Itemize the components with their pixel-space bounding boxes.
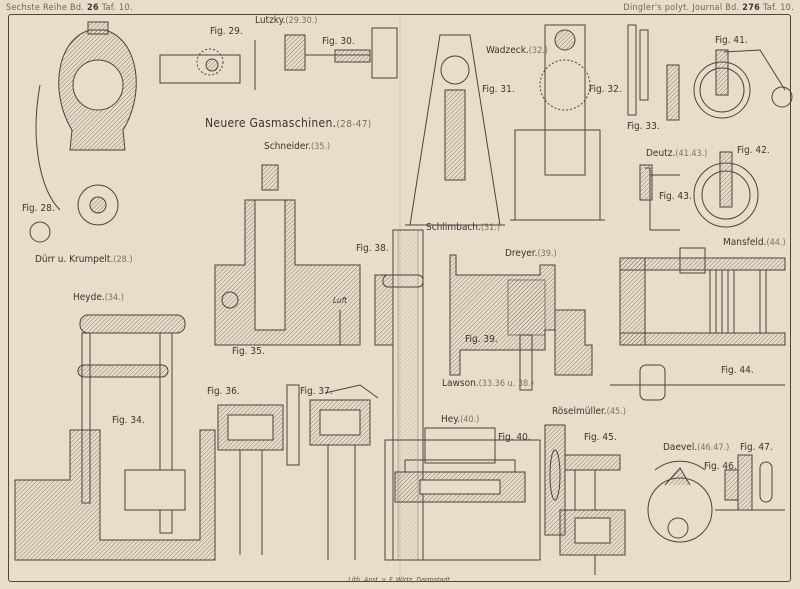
- fig36-drawing: [217, 384, 300, 555]
- inventor-name: Hey.: [441, 414, 461, 425]
- fig30-drawing: [284, 27, 398, 79]
- header-left: Sechste Reihe Bd. 26 Taf. 10.: [6, 3, 133, 13]
- fig-label-44: Fig. 44.: [721, 365, 754, 376]
- inventor-ref: (35.): [311, 142, 331, 152]
- plate-title-ref: (28-47): [336, 119, 372, 130]
- inventor-ref: (32.): [528, 46, 548, 56]
- fig-label-36: Fig. 36.: [207, 386, 240, 397]
- header-right-suffix: Taf. 10.: [760, 3, 794, 13]
- fig31-drawing: [405, 34, 505, 226]
- inventor-name: Deutz.: [646, 148, 676, 159]
- fig43-drawing: [639, 164, 680, 231]
- inventor-ref: (39.): [537, 249, 557, 259]
- plate-title: Neuere Gasmaschinen.(28-47): [205, 116, 372, 130]
- fig-label-29: Fig. 29.: [210, 26, 243, 37]
- fig-label-30: Fig. 30.: [322, 36, 355, 47]
- inventor-name: Wadzeck.: [486, 45, 529, 56]
- inventor-name: Daevel.: [663, 442, 698, 453]
- fig46-drawing: [647, 460, 713, 543]
- header-left-suffix: Taf. 10.: [98, 3, 133, 13]
- inventor-ref: (45.): [606, 407, 626, 417]
- inventor-name: Röselmüller.: [552, 406, 607, 417]
- fig-label-39: Fig. 39.: [465, 334, 498, 345]
- fig-label-28: Fig. 28.: [22, 203, 55, 214]
- fig41-drawing: [693, 49, 793, 119]
- fig44-drawing: [610, 247, 786, 401]
- inventor-ref: (33.36 u. 38.): [478, 379, 534, 389]
- inventor-label-roeselmueller: Röselmüller.(45.): [552, 406, 626, 417]
- fig40-drawing: [384, 427, 541, 561]
- fig39-drawing: [449, 254, 593, 391]
- inventor-ref: (46.47.): [697, 443, 730, 453]
- header-right-prefix: Dingler's polyt. Journal Bd.: [623, 3, 743, 13]
- inventor-ref: (29.30.): [285, 16, 318, 26]
- inventor-name: Mansfeld.: [723, 237, 767, 248]
- header-left-prefix: Sechste Reihe Bd.: [6, 3, 88, 13]
- inventor-name: Dreyer.: [505, 248, 538, 259]
- header-left-volume: 26: [87, 3, 99, 13]
- fig-label-42: Fig. 42.: [737, 145, 770, 156]
- inventor-label-lawson: Lawson.(33.36 u. 38.): [442, 378, 534, 389]
- inventor-label-wadzeck: Wadzeck.(32.): [486, 45, 548, 56]
- fig-label-37: Fig. 37.: [300, 386, 333, 397]
- fig-label-45: Fig. 45.: [584, 432, 617, 443]
- plate-title-text: Neuere Gasmaschinen.: [205, 116, 337, 130]
- inventor-label-duerr-krumpelt: Dürr u. Krumpelt.(28.): [35, 254, 133, 265]
- inventor-ref: (41.43.): [675, 149, 708, 159]
- fig29-drawing: [159, 40, 256, 90]
- fig-label-33: Fig. 33.: [627, 121, 660, 132]
- fig-label-38: Fig. 38.: [356, 243, 389, 254]
- fig-label-40: Fig. 40.: [498, 432, 531, 443]
- inventor-ref: (31.): [480, 223, 501, 233]
- fig34-drawing: [14, 314, 216, 561]
- fig38-drawing: [374, 229, 424, 561]
- inventor-name: Dürr u. Krumpelt.: [35, 254, 114, 265]
- fig45-drawing: [544, 424, 626, 575]
- inventor-name: Heyde.: [73, 292, 105, 303]
- fig32-drawing: [510, 24, 605, 221]
- fig-label-34: Fig. 34.: [112, 415, 145, 426]
- fig33-drawing: [627, 24, 680, 121]
- fig28-drawing: [29, 21, 137, 243]
- inventor-name: Schneider.: [264, 141, 311, 152]
- fig-label-41: Fig. 41.: [715, 35, 748, 46]
- inventor-name: Schlimbach.: [426, 222, 481, 233]
- inventor-label-lutzky: Lutzky.(29.30.): [255, 15, 317, 26]
- inventor-label-mansfeld: Mansfeld.(44.): [723, 237, 786, 248]
- fig-label-35: Fig. 35.: [232, 346, 265, 357]
- inventor-ref: (28.): [113, 255, 133, 265]
- inventor-label-schlimbach: Schlimbach.(31.): [426, 222, 500, 233]
- fig35-drawing: [214, 164, 361, 346]
- fig-label-32: Fig. 32.: [589, 84, 622, 95]
- inventor-ref: (40.): [460, 415, 480, 425]
- fig-label-47: Fig. 47.: [740, 442, 773, 453]
- inventor-name: Lawson.: [442, 378, 479, 389]
- fig-label-46: Fig. 46.: [704, 461, 737, 472]
- annotation-luft: Luft: [333, 296, 347, 305]
- fig-label-31: Fig. 31.: [482, 84, 515, 95]
- fig42-drawing: [693, 151, 759, 228]
- inventor-label-heyde: Heyde.(34.): [73, 292, 124, 303]
- fig-label-43: Fig. 43.: [659, 191, 692, 202]
- inventor-ref: (34.): [104, 293, 124, 303]
- inventor-label-schneider: Schneider.(35.): [264, 141, 330, 152]
- inventor-label-dreyer: Dreyer.(39.): [505, 248, 557, 259]
- inventor-label-deutz: Deutz.(41.43.): [646, 148, 707, 159]
- plate-frame: [8, 14, 791, 582]
- lithographer-imprint: Lith. Anst. v. F. Wirtz, Darmstadt.: [348, 576, 452, 584]
- header-right: Dingler's polyt. Journal Bd. 276 Taf. 10…: [623, 3, 794, 13]
- inventor-label-daevel: Daevel.(46.47.): [663, 442, 729, 453]
- inventor-label-hey: Hey.(40.): [441, 414, 479, 425]
- fig47-drawing: [715, 454, 785, 511]
- inventor-ref: (44.): [766, 238, 786, 248]
- fig37-drawing: [309, 384, 379, 560]
- header-right-volume: 276: [742, 3, 761, 13]
- inventor-name: Lutzky.: [255, 15, 286, 26]
